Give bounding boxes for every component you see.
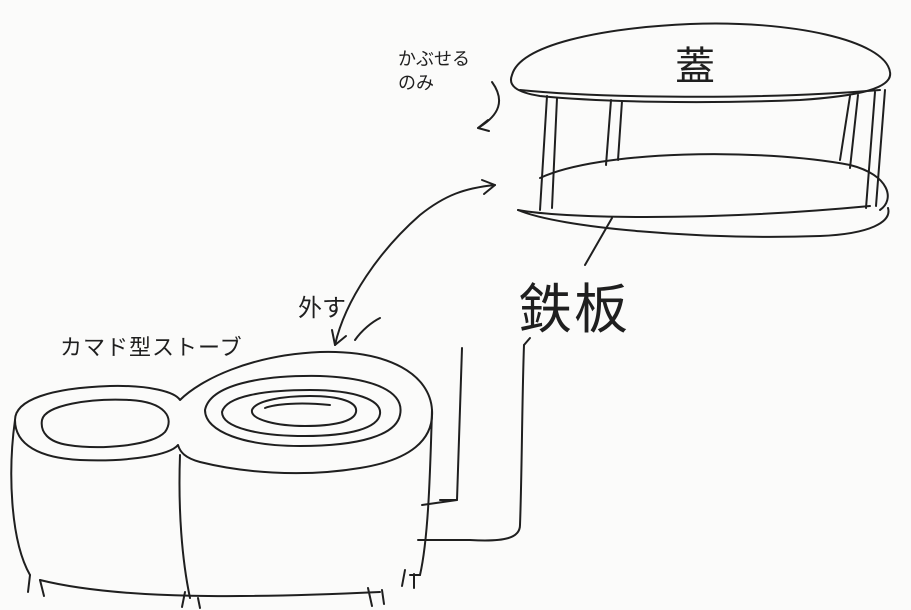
lid-label: 蓋 bbox=[675, 44, 715, 90]
cover-note-line1: かぶせる bbox=[398, 49, 470, 70]
cover-note: かぶせる のみ bbox=[398, 48, 470, 96]
cover-pointer-head bbox=[477, 119, 490, 132]
lid-drawing bbox=[510, 22, 892, 211]
cover-pointer bbox=[477, 81, 501, 129]
cover-note-line2: のみ bbox=[398, 73, 434, 94]
remove-arrow bbox=[331, 179, 496, 346]
iron-plate-label: 鉄板 bbox=[518, 278, 630, 341]
remove-label: 外す bbox=[298, 294, 346, 322]
stove-label: カマド型ストーブ bbox=[60, 336, 243, 361]
iron-plate-drawing bbox=[517, 153, 890, 266]
stove-drawing bbox=[10, 337, 531, 609]
